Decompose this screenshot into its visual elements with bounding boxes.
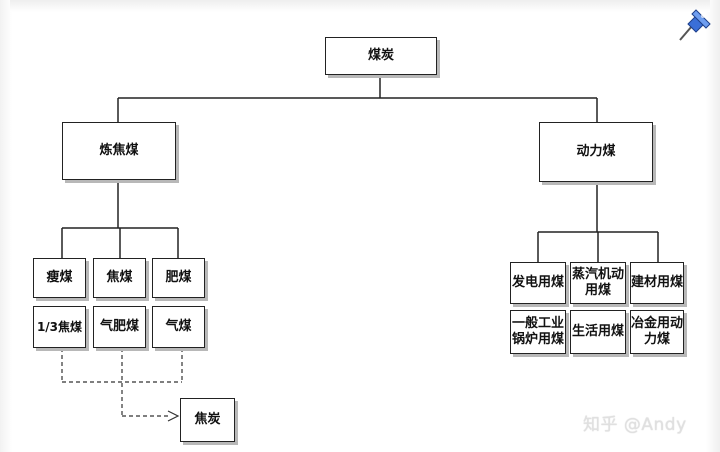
coking-child-node: 肥煤: [152, 258, 205, 298]
steam-child-node: 蒸汽机动用煤: [570, 262, 626, 304]
watermark: 知乎 @Andy: [583, 415, 687, 435]
root-node: 煤炭: [325, 37, 437, 75]
coke-node: 焦炭: [180, 398, 235, 442]
coking-child-node: 瘦煤: [33, 258, 86, 298]
steam-child-node: 发电用煤: [510, 262, 566, 304]
coking-child-node: 气煤: [152, 306, 205, 348]
coking-child-node: 焦煤: [93, 258, 146, 298]
steam-child-node: 冶金用动力煤: [630, 310, 684, 354]
top-band: [10, 0, 710, 12]
coking-coal-node: 炼焦煤: [62, 122, 176, 180]
dashed-connectors: [61, 348, 183, 417]
pushpin-icon: [679, 9, 711, 41]
steam-child-node: 生活用煤: [570, 310, 626, 354]
coking-child-node: 气肥煤: [93, 306, 146, 348]
steam-coal-node: 动力煤: [539, 122, 653, 182]
steam-child-node: 一般工业锅炉用煤: [510, 310, 566, 354]
coking-child-node: 1/3焦煤: [33, 306, 86, 348]
steam-child-node: 建材用煤: [630, 262, 684, 304]
arrowhead-icon: [167, 410, 180, 422]
